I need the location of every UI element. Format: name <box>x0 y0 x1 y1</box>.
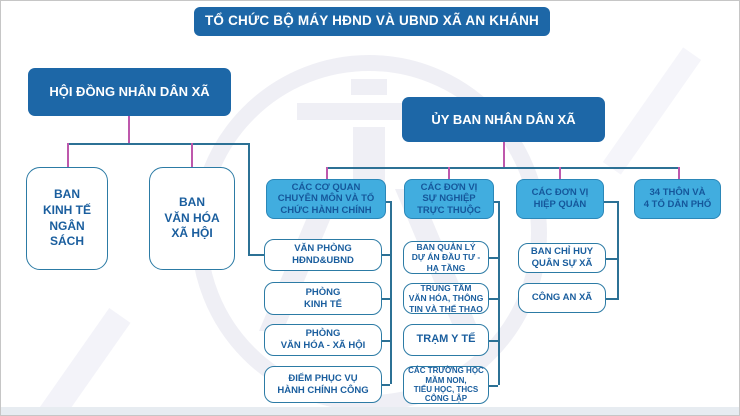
connector-line <box>494 201 500 203</box>
org-box-34-thon-4-to-dan-pho: 34 THÔN VÀ 4 TỔ DÂN PHỐ <box>634 179 721 219</box>
connector-line <box>326 167 328 179</box>
connector-line <box>489 257 498 259</box>
org-box-hoi-dong-nhan-dan-xa: HỘI ĐỒNG NHÂN DÂN XÃ <box>28 68 231 116</box>
connector-line <box>489 340 498 342</box>
connector-line <box>617 201 619 300</box>
connector-line <box>382 340 390 342</box>
connector-line <box>503 142 505 168</box>
chart-title: TỔ CHỨC BỘ MÁY HĐND VÀ UBND XÃ AN KHÁNH <box>194 7 550 36</box>
connector-line <box>678 167 680 179</box>
connector-line <box>248 254 264 256</box>
org-box-diem-phuc-vu-hanh-chinh-cong: ĐIỂM PHỤC VỤ HÀNH CHÍNH CÔNG <box>264 366 382 403</box>
connector-line <box>67 143 69 167</box>
org-box-cac-don-vi-hiep-quan: CÁC ĐƠN VỊ HIỆP QUẢN <box>516 179 604 219</box>
connector-line <box>606 258 617 260</box>
org-box-phong-van-hoa-xa-hoi: PHÒNG VĂN HÓA - XÃ HỘI <box>264 324 382 356</box>
org-box-phong-kinh-te: PHÒNG KINH TẾ <box>264 282 382 315</box>
org-box-ban-van-hoa-xa-hoi: BAN VĂN HÓA XÃ HỘI <box>149 167 235 270</box>
org-box-van-phong-hdnd-ubnd: VĂN PHÒNG HĐND&UBND <box>264 239 382 271</box>
org-box-cac-don-vi-su-nghiep: CÁC ĐƠN VỊ SỰ NGHIỆP TRỰC THUỘC <box>404 179 494 219</box>
org-box-cac-truong-hoc: CÁC TRƯỜNG HỌC MẦM NON, TIỂU HỌC, THCS C… <box>403 366 489 404</box>
connector-line <box>606 298 617 300</box>
connector-line <box>448 167 450 179</box>
org-box-cac-co-quan-chuyen-mon: CÁC CƠ QUAN CHUYÊN MÔN VÀ TỔ CHỨC HÀNH C… <box>266 179 386 219</box>
connector-line <box>128 116 130 144</box>
bottom-band <box>1 407 739 415</box>
connector-line <box>382 384 390 386</box>
connector-line <box>489 385 498 387</box>
org-box-trung-tam-van-hoa: TRUNG TÂM VĂN HÓA, THÔNG TIN VÀ THỂ THAO <box>403 283 489 314</box>
org-box-ban-chi-huy-quan-su-xa: BAN CHỈ HUY QUÂN SỰ XÃ <box>518 243 606 273</box>
connector-line <box>67 143 250 145</box>
connector-line <box>390 201 392 384</box>
connector-line <box>191 143 193 167</box>
connector-line <box>382 254 390 256</box>
connector-line <box>498 201 500 385</box>
connector-line <box>604 201 619 203</box>
connector-line <box>559 167 561 179</box>
connector-line <box>489 298 498 300</box>
connector-line <box>382 298 390 300</box>
connector-line <box>386 201 392 203</box>
org-box-uy-ban-nhan-dan-xa: ỦY BAN NHÂN DÂN XÃ <box>402 97 605 142</box>
org-box-cong-an-xa: CÔNG AN XÃ <box>518 283 606 313</box>
org-box-ban-quan-ly-du-an: BAN QUẢN LÝ DỰ ÁN ĐẦU TƯ - HẠ TẦNG <box>403 241 489 274</box>
org-box-ban-kinh-te-ngan-sach: BAN KINH TẾ NGÂN SÁCH <box>26 167 108 270</box>
connector-line <box>248 143 250 255</box>
connector-line <box>326 167 679 169</box>
org-box-tram-y-te: TRẠM Y TẾ <box>403 324 489 356</box>
